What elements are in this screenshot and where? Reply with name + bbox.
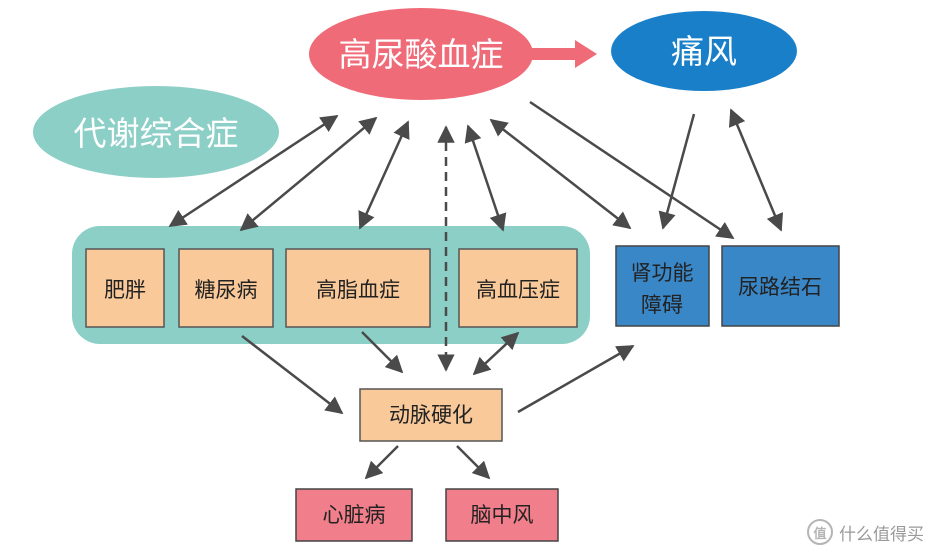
hypertension-label: 高血压症 [476,278,560,302]
arrow-hyperuricemia-urinary [529,100,735,240]
stroke-label: 脑中风 [471,503,534,527]
obesity-box [85,248,165,328]
arrow-hyperlipidemia-atherosclerosis [361,331,404,374]
hyperuricemia-label: 高尿酸血症 [339,35,504,74]
renal-dysfunction-label-line1: 肾功能 [631,261,694,285]
hyperuricemia-ellipse [309,8,533,100]
relationship-arrows [168,100,784,480]
heart-disease-label: 心脏病 [323,503,386,527]
diabetes-box [178,248,274,328]
obesity-label: 肥胖 [104,278,146,302]
atherosclerosis-label: 动脉硬化 [389,403,473,427]
metabolic-syndrome-label: 代谢综合症 [74,114,239,153]
urinary-stones-box [721,245,840,327]
renal-dysfunction-box [615,245,710,327]
arrow-atherosclerosis-stroke [456,445,491,480]
gout-label: 痛风 [671,32,737,71]
diabetes-label: 糖尿病 [195,278,258,302]
urinary-stones-label: 尿路结石 [738,275,822,299]
heart-disease-box [295,488,413,542]
gout-ellipse [611,11,797,91]
watermark-text: 什么值得买 [839,524,924,545]
arrow-gout-urinary [728,108,784,232]
arrow-hyperuricemia-diabetes [239,116,378,232]
arrow-hypertension-atherosclerosis [472,331,520,376]
hypertension-box [458,248,578,328]
renal-dysfunction-label-line2: 障碍 [641,293,683,317]
arrow-atherosclerosis-heart [364,445,399,480]
hyperuricemia-to-gout-arrow [532,40,597,68]
atherosclerosis-box [359,388,503,442]
arrow-atherosclerosis-renal [517,344,635,414]
watermark-logo-icon: 值 [807,519,833,545]
hyperlipidemia-box [285,248,431,328]
stroke-box [445,488,559,542]
arrow-hyperuricemia-hypertension [464,124,507,232]
arrow-hyperuricemia-renal [489,118,632,230]
watermark: 值 什么值得买 [807,519,924,545]
arrow-diabetes-atherosclerosis [241,335,344,415]
arrow-gout-renal [658,113,696,230]
hyperlipidemia-label: 高脂血症 [316,278,400,302]
arrow-hyperuricemia-hyperlipidemia [358,120,410,230]
